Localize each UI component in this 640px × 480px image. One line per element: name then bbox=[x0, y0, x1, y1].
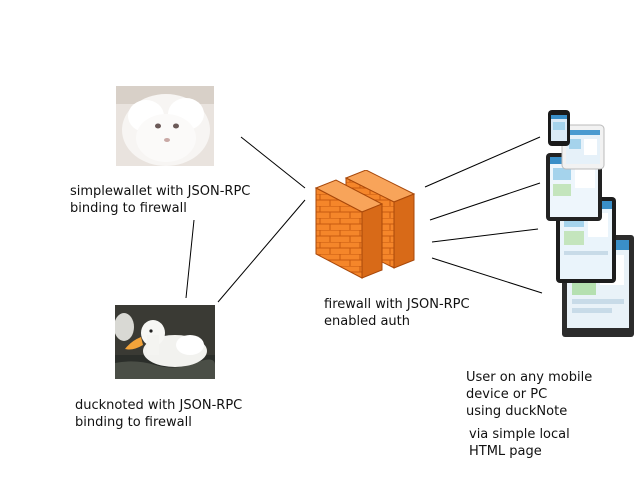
ducknoted-duck-image bbox=[115, 305, 215, 379]
edge-firewall-user-2 bbox=[429, 182, 541, 221]
simplewallet-rabbit-image bbox=[116, 86, 214, 166]
brick-firewall-icon bbox=[314, 170, 416, 279]
edge-firewall-user-1 bbox=[424, 136, 541, 188]
user-label-line3: using duckNote bbox=[466, 404, 568, 419]
simplewallet-label-line2: binding to firewall bbox=[70, 201, 187, 216]
user-label-line4: via simple local bbox=[469, 427, 570, 442]
user-label-line2: device or PC bbox=[466, 387, 548, 402]
edge-simplewallet-firewall bbox=[240, 136, 306, 189]
ducknoted-label-line2: binding to firewall bbox=[75, 415, 192, 430]
firewall-label-line2: enabled auth bbox=[324, 314, 410, 329]
multiple-devices-icon bbox=[546, 110, 634, 337]
edge-firewall-user-3 bbox=[431, 228, 539, 243]
firewall-label-line1: firewall with JSON-RPC bbox=[324, 297, 470, 312]
simplewallet-label-line1: simplewallet with JSON-RPC bbox=[70, 184, 251, 199]
edge-simplewallet-ducknoted bbox=[185, 219, 195, 299]
ducknoted-label-line1: ducknoted with JSON-RPC bbox=[75, 398, 243, 413]
edge-ducknoted-firewall bbox=[217, 199, 306, 303]
edge-firewall-user-4 bbox=[431, 257, 543, 294]
user-label-line1: User on any mobile bbox=[466, 370, 593, 385]
user-label-line5: HTML page bbox=[469, 444, 542, 459]
